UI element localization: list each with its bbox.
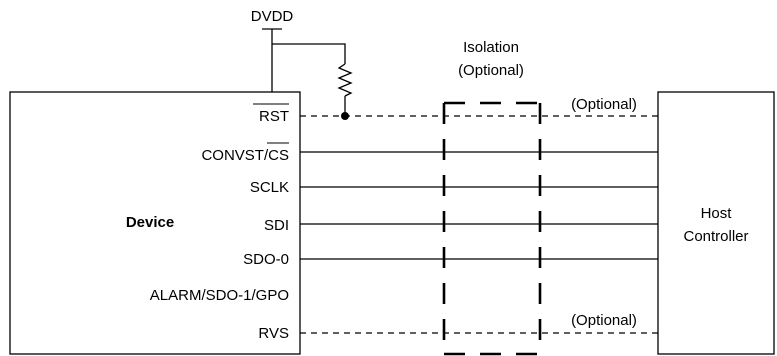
pin-label-sdi: SDI <box>264 217 289 234</box>
pin-label-alarm: ALARM/SDO-1/GPO <box>150 287 289 304</box>
device-box <box>9 91 301 355</box>
isolation-subtitle: (Optional) <box>458 62 524 79</box>
pin-label-convst: CONVST/CS <box>201 147 289 164</box>
pullup-wire <box>272 43 346 64</box>
rvs-optional-note: (Optional) <box>571 312 637 329</box>
host-box <box>657 91 775 355</box>
rst-optional-note: (Optional) <box>571 96 637 113</box>
dvdd-label: DVDD <box>251 8 294 25</box>
convst-text: CONVST/ <box>201 147 269 164</box>
device-name: Device <box>126 214 174 231</box>
pin-label-sclk: SCLK <box>250 179 289 196</box>
pullup-resistor <box>337 63 353 97</box>
pin-label-sdo0: SDO-0 <box>243 251 289 268</box>
pin-label-rst: RST <box>259 108 289 125</box>
host-line2: Controller <box>683 228 748 245</box>
host-line1: Host <box>701 205 733 222</box>
isolation-title: Isolation <box>463 39 519 56</box>
pin-label-rvs: RVS <box>258 325 289 342</box>
cs-text: CS <box>268 147 289 164</box>
